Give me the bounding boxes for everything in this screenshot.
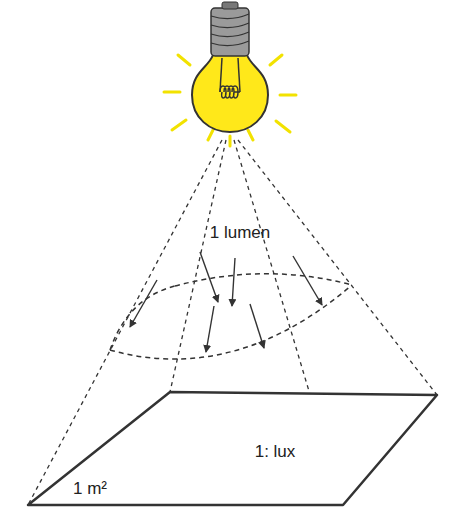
bulb-filament — [220, 58, 240, 98]
bulb-glass — [192, 55, 268, 132]
flux-arrows — [130, 252, 322, 352]
light-rays — [164, 55, 296, 146]
pyramid-edges — [28, 140, 437, 505]
illuminance-label: 1: lux — [255, 442, 296, 462]
area-label: 1 m² — [73, 479, 107, 499]
spherical-cap — [110, 274, 352, 359]
lumen-label: 1 lumen — [210, 223, 270, 243]
surface-square: 1: lux 1 m² — [25, 388, 440, 508]
bulb-base — [211, 2, 249, 56]
